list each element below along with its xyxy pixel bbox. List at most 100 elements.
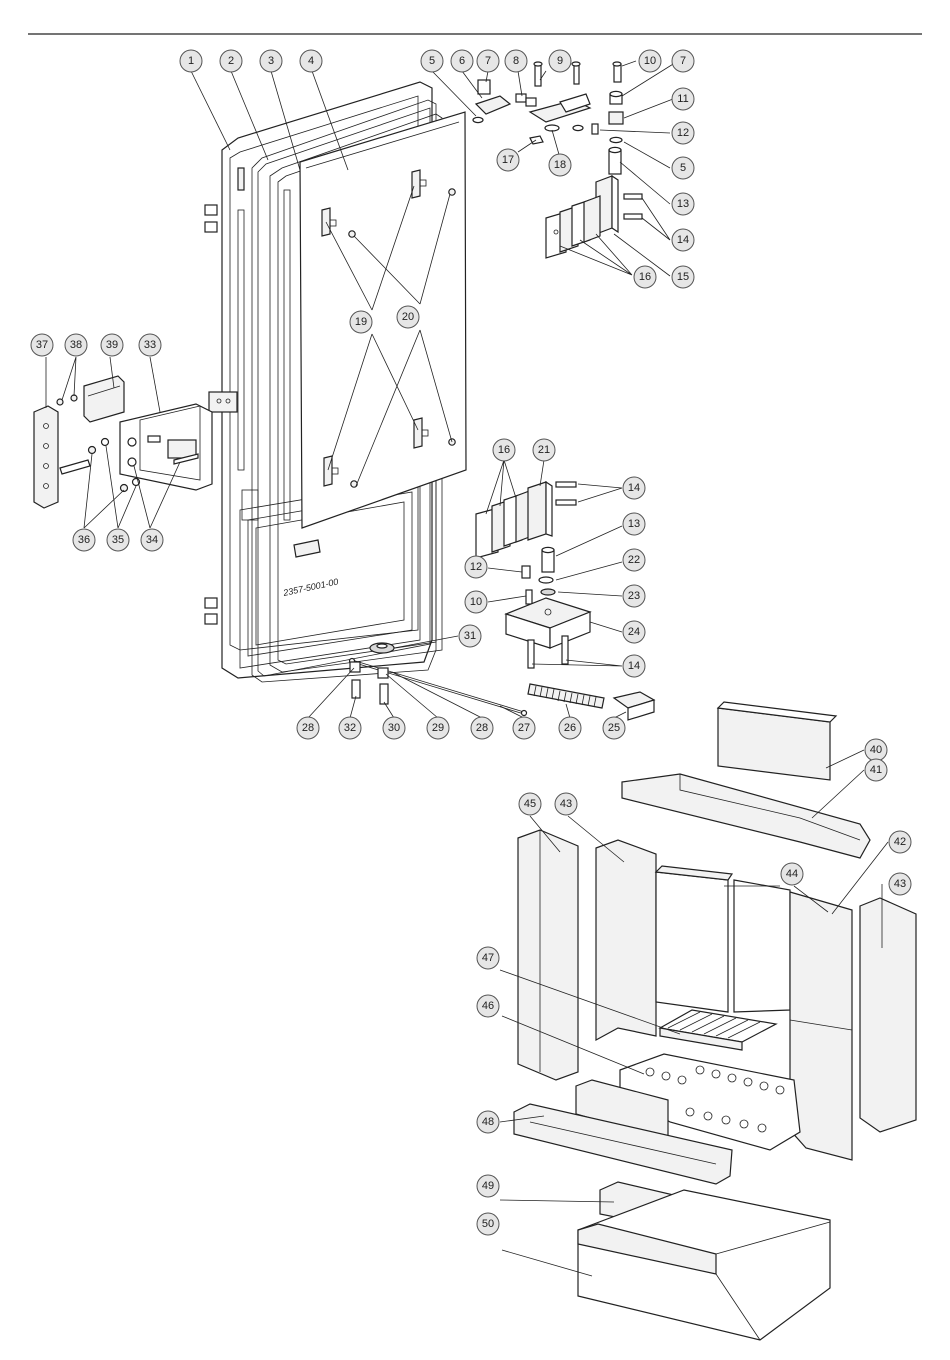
latch-body bbox=[120, 404, 212, 490]
callout-43: 43 bbox=[555, 793, 577, 815]
callout-46: 46 bbox=[477, 995, 499, 1017]
svg-text:18: 18 bbox=[554, 159, 566, 171]
side-brick-42 bbox=[790, 892, 852, 1160]
callout-42: 42 bbox=[889, 831, 911, 853]
svg-text:10: 10 bbox=[470, 596, 482, 608]
svg-text:36: 36 bbox=[78, 534, 90, 546]
callout-16b: 16 bbox=[493, 439, 515, 461]
callout-36: 36 bbox=[73, 529, 95, 551]
svg-text:26: 26 bbox=[564, 722, 576, 734]
callout-48: 48 bbox=[477, 1111, 499, 1133]
callout-20: 20 bbox=[397, 306, 419, 328]
callout-31: 31 bbox=[459, 625, 481, 647]
callout-15: 15 bbox=[672, 266, 694, 288]
callout-44: 44 bbox=[781, 863, 803, 885]
callout-11: 11 bbox=[672, 88, 694, 110]
callout-12: 12 bbox=[672, 122, 694, 144]
callout-12b: 12 bbox=[465, 556, 487, 578]
svg-text:45: 45 bbox=[524, 798, 536, 810]
callout-28b: 28 bbox=[471, 717, 493, 739]
callout-21: 21 bbox=[533, 439, 555, 461]
callout-23: 23 bbox=[623, 585, 645, 607]
callout-1: 1 bbox=[180, 50, 202, 72]
callout-14c: 14 bbox=[623, 655, 645, 677]
callout-7: 7 bbox=[477, 50, 499, 72]
callout-10: 10 bbox=[639, 50, 661, 72]
callout-16: 16 bbox=[634, 266, 656, 288]
svg-text:44: 44 bbox=[786, 868, 798, 880]
baffle-41 bbox=[622, 774, 870, 858]
callout-30: 30 bbox=[383, 717, 405, 739]
latch-assembly bbox=[34, 376, 212, 508]
svg-text:31: 31 bbox=[464, 630, 476, 642]
svg-text:8: 8 bbox=[513, 55, 519, 67]
callout-34: 34 bbox=[141, 529, 163, 551]
svg-text:35: 35 bbox=[112, 534, 124, 546]
svg-text:37: 37 bbox=[36, 339, 48, 351]
svg-text:14: 14 bbox=[628, 660, 640, 672]
callout-14: 14 bbox=[672, 229, 694, 251]
callout-32: 32 bbox=[339, 717, 361, 739]
svg-text:14: 14 bbox=[628, 482, 640, 494]
svg-text:39: 39 bbox=[106, 339, 118, 351]
callout-49: 49 bbox=[477, 1175, 499, 1197]
callout-19: 19 bbox=[350, 311, 372, 333]
callout-43b: 43 bbox=[889, 873, 911, 895]
callout-6: 6 bbox=[451, 50, 473, 72]
callout-4: 4 bbox=[300, 50, 322, 72]
callout-5b: 5 bbox=[672, 157, 694, 179]
callout-3: 3 bbox=[260, 50, 282, 72]
svg-text:46: 46 bbox=[482, 1000, 494, 1012]
svg-text:28: 28 bbox=[476, 722, 488, 734]
svg-text:29: 29 bbox=[432, 722, 444, 734]
callout-27: 27 bbox=[513, 717, 535, 739]
callout-47: 47 bbox=[477, 947, 499, 969]
svg-text:5: 5 bbox=[680, 162, 686, 174]
callout-13: 13 bbox=[672, 193, 694, 215]
svg-text:14: 14 bbox=[677, 234, 689, 246]
svg-text:2: 2 bbox=[228, 55, 234, 67]
side-brick-43b bbox=[860, 898, 916, 1132]
svg-text:32: 32 bbox=[344, 722, 356, 734]
svg-text:13: 13 bbox=[677, 198, 689, 210]
back-brick-44a bbox=[656, 872, 728, 1012]
svg-text:49: 49 bbox=[482, 1180, 494, 1192]
svg-text:30: 30 bbox=[388, 722, 400, 734]
svg-text:19: 19 bbox=[355, 316, 367, 328]
svg-text:25: 25 bbox=[608, 722, 620, 734]
svg-text:9: 9 bbox=[557, 55, 563, 67]
side-brick-45 bbox=[518, 830, 578, 1080]
callout-38: 38 bbox=[65, 334, 87, 356]
callout-22: 22 bbox=[623, 549, 645, 571]
callout-29: 29 bbox=[427, 717, 449, 739]
svg-text:4: 4 bbox=[308, 55, 314, 67]
callout-18: 18 bbox=[549, 154, 571, 176]
svg-text:21: 21 bbox=[538, 444, 550, 456]
callout-25: 25 bbox=[603, 717, 625, 739]
svg-text:15: 15 bbox=[677, 271, 689, 283]
svg-text:38: 38 bbox=[70, 339, 82, 351]
back-brick-43a bbox=[596, 840, 656, 1040]
callout-37: 37 bbox=[31, 334, 53, 356]
callout-39: 39 bbox=[101, 334, 123, 356]
svg-text:42: 42 bbox=[894, 836, 906, 848]
callout-45: 45 bbox=[519, 793, 541, 815]
svg-text:41: 41 bbox=[870, 764, 882, 776]
callout-28: 28 bbox=[297, 717, 319, 739]
svg-text:12: 12 bbox=[470, 561, 482, 573]
callout-41: 41 bbox=[865, 759, 887, 781]
svg-text:6: 6 bbox=[459, 55, 465, 67]
callout-26: 26 bbox=[559, 717, 581, 739]
callout-13b: 13 bbox=[623, 513, 645, 535]
svg-text:3: 3 bbox=[268, 55, 274, 67]
svg-text:16: 16 bbox=[498, 444, 510, 456]
svg-text:23: 23 bbox=[628, 590, 640, 602]
callout-5: 5 bbox=[421, 50, 443, 72]
svg-text:7: 7 bbox=[485, 55, 491, 67]
svg-text:7: 7 bbox=[680, 55, 686, 67]
svg-text:5: 5 bbox=[429, 55, 435, 67]
svg-text:33: 33 bbox=[144, 339, 156, 351]
back-brick-44b bbox=[734, 880, 790, 1012]
svg-text:1: 1 bbox=[188, 55, 194, 67]
